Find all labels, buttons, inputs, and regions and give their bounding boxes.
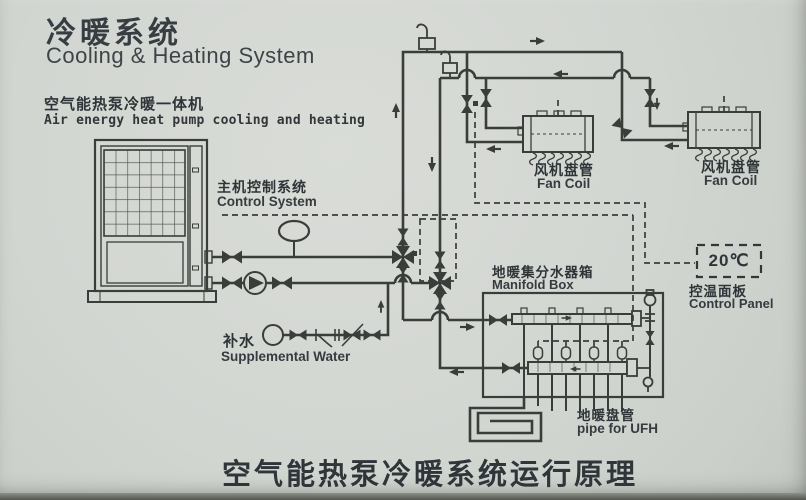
control-panel-label-zh: 控温面板 (689, 284, 747, 299)
expansion-tank (277, 219, 311, 243)
fan-coil-1-label-zh: 风机盘管 (534, 162, 594, 178)
makeup-water-line (262, 323, 364, 348)
control-system-label-en: Control System (217, 194, 317, 209)
scan-edge-shadow (0, 493, 806, 500)
control-panel-label-en: Control Panel (689, 296, 774, 311)
valves (222, 89, 656, 374)
control-panel-temp: 20℃ (708, 251, 750, 270)
manifold-label-zh: 地暖集分水器箱 (492, 265, 594, 280)
ufh-label-en: pipe for UFH (577, 421, 658, 436)
heat-pump-label-zh: 空气能热泵冷暖一体机 (44, 96, 205, 113)
three-way-valve-supply (392, 246, 414, 268)
makeup-water-label-en: Supplemental Water (221, 349, 351, 364)
control-wiring (222, 96, 725, 347)
page-title-zh: 冷暖系统 (46, 17, 182, 50)
fan-coil-2-label-zh: 风机盘管 (701, 159, 761, 175)
floor-heating-serpentine (468, 397, 543, 443)
three-way-valve-return (429, 272, 451, 294)
control-panel-box (695, 243, 763, 279)
footer-title: 空气能热泵冷暖系统运行原理 (221, 459, 638, 491)
manifold-box (481, 289, 665, 399)
fan-coil-unit-2 (682, 106, 761, 162)
ufh-coil (468, 397, 623, 443)
fan-coil-1-label-en: Fan Coil (537, 176, 591, 191)
page-title-en: Cooling & Heating System (46, 43, 315, 68)
check-valve-slash (341, 323, 364, 347)
control-system-label-zh: 主机控制系统 (217, 179, 307, 195)
manifold-label-en: Manifold Box (492, 277, 574, 292)
return-manifold-bar (527, 361, 628, 375)
air-vent-icon (416, 23, 458, 78)
supply-manifold-bar (511, 313, 633, 325)
fan-coil-unit-1 (517, 110, 594, 166)
ufh-label-zh: 地暖盘管 (577, 408, 635, 423)
heat-pump-unit (87, 138, 217, 303)
gauge-vent-assembly (637, 289, 657, 392)
circulation-pump-icon (243, 271, 267, 295)
loop-actuators (532, 346, 628, 362)
fan-coil-2-label-en: Fan Coil (704, 173, 758, 188)
heat-pump-label-en: Air energy heat pump cooling and heating (44, 113, 366, 128)
makeup-water-label-zh: 补水 (223, 333, 256, 350)
